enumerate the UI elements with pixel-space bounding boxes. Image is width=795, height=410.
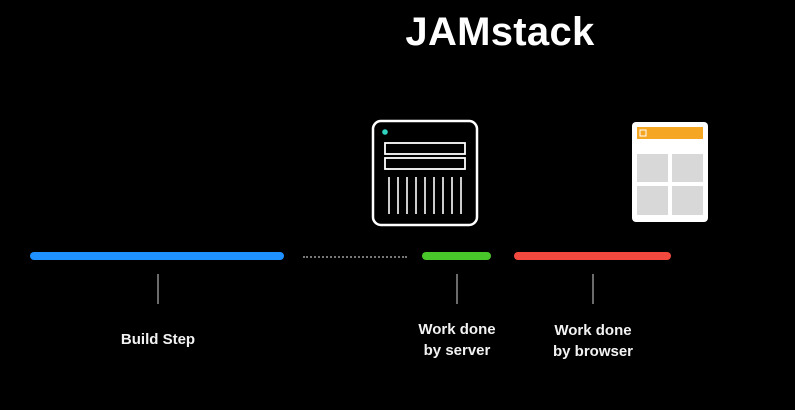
browser-work-bar — [514, 252, 671, 260]
browser-work-tick — [592, 274, 594, 304]
server-work-bar — [422, 252, 491, 260]
build-step-bar — [30, 252, 284, 260]
browser-work-label: Work done by browser — [552, 322, 634, 360]
browser-window-icon — [632, 122, 708, 222]
server-work-tick — [456, 274, 458, 304]
connector-dotted-line — [303, 256, 407, 258]
build-step-tick — [157, 274, 159, 304]
server-work-label: Work done by server — [418, 321, 496, 359]
build-step-label: Build Step — [120, 331, 196, 348]
slide-title: JAMstack — [405, 10, 595, 54]
server-rack-icon — [371, 119, 479, 227]
